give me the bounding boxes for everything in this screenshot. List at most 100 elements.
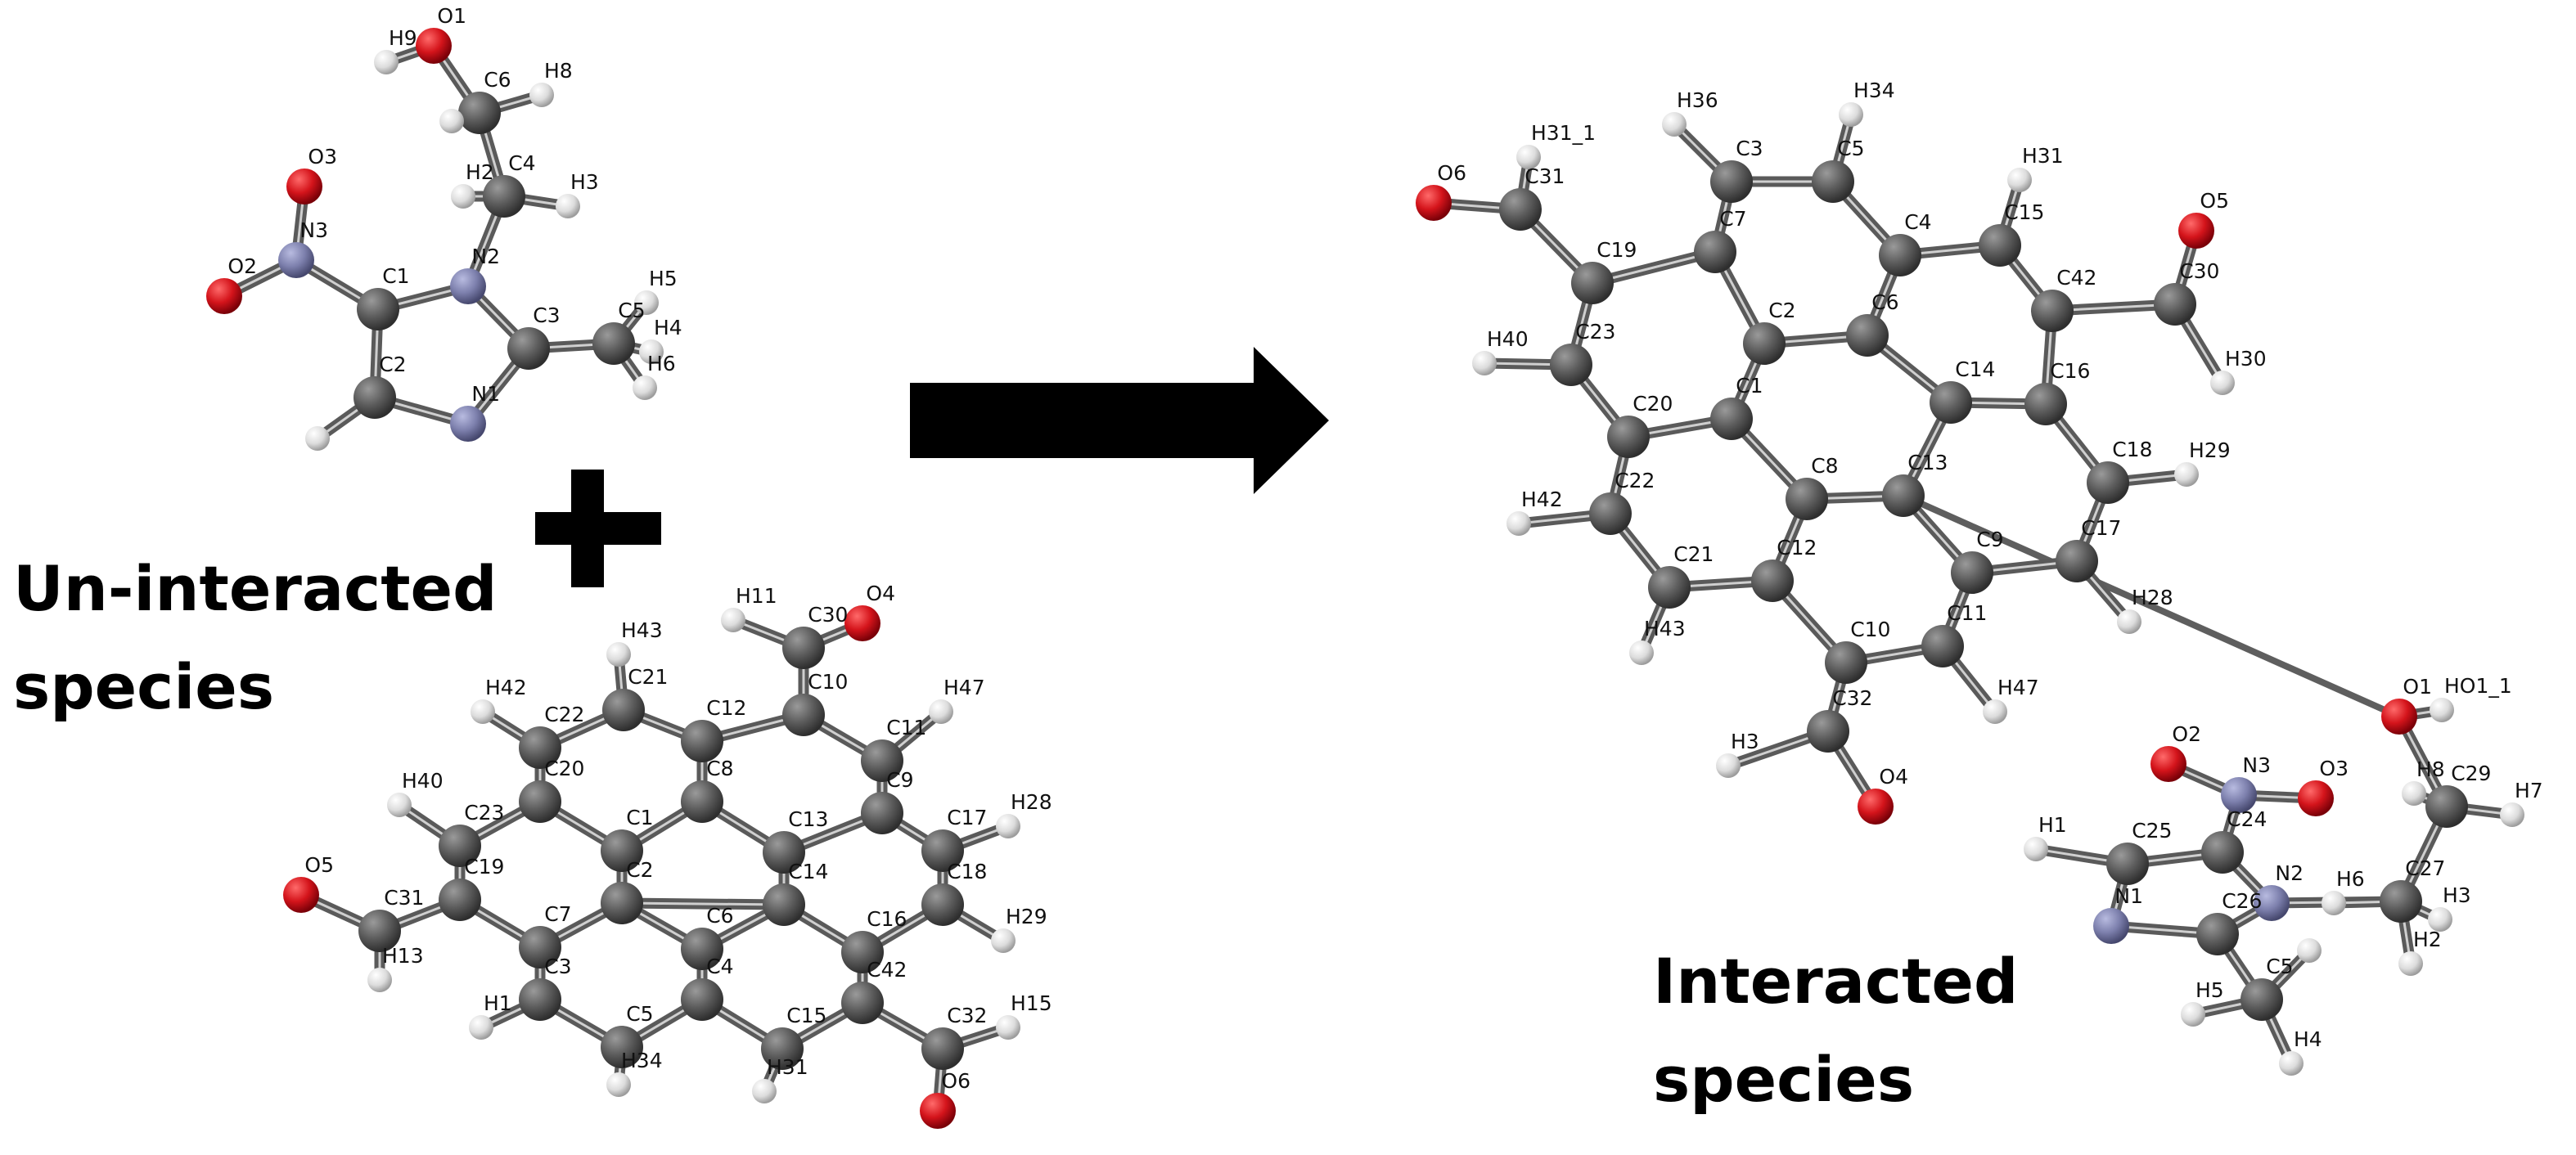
atom-label: O2 bbox=[2172, 722, 2201, 746]
atom-c bbox=[2240, 978, 2283, 1021]
atom-label: C3 bbox=[1736, 137, 1763, 160]
atom-h bbox=[471, 699, 495, 724]
atom-o bbox=[844, 605, 880, 641]
atom-label: C13 bbox=[1907, 451, 1948, 474]
atom-label: C17 bbox=[2081, 516, 2121, 540]
atom-h bbox=[991, 928, 1016, 953]
atom-label: H43 bbox=[621, 618, 663, 642]
atom-c bbox=[681, 720, 723, 762]
atom-c bbox=[2154, 283, 2196, 326]
atom-o bbox=[1858, 789, 1894, 825]
atom-c bbox=[1743, 322, 1786, 365]
interacted-species-caption: Interacted species bbox=[1653, 933, 2018, 1129]
atom-c bbox=[1807, 710, 1849, 753]
atom-c bbox=[761, 1027, 804, 1070]
atom-c bbox=[841, 931, 884, 973]
atom-label: C2 bbox=[626, 858, 653, 882]
atom-label: C5 bbox=[626, 1002, 653, 1026]
interaction-line bbox=[1900, 492, 2403, 720]
atom-c bbox=[439, 879, 481, 921]
atom-c bbox=[1846, 314, 1889, 357]
atom-o bbox=[2298, 780, 2334, 816]
atom-h bbox=[2174, 462, 2199, 487]
atom-label: C10 bbox=[1850, 618, 1890, 641]
atom-label: C19 bbox=[464, 855, 504, 879]
atom-label: C4 bbox=[1904, 210, 1931, 234]
atom-label: H42 bbox=[485, 676, 527, 699]
atom-label: N2 bbox=[2275, 861, 2304, 885]
atom-c bbox=[354, 376, 396, 419]
atom-label: C21 bbox=[1673, 542, 1714, 566]
atom-label: N1 bbox=[2114, 884, 2143, 908]
atom-c bbox=[2380, 880, 2422, 923]
uninteracted-caption-line1: Un-interacted bbox=[13, 552, 498, 625]
atom-c bbox=[2196, 913, 2239, 955]
atom-label: C18 bbox=[2112, 438, 2152, 461]
atom-c bbox=[1751, 560, 1794, 602]
atom-c bbox=[782, 627, 825, 669]
atom-c bbox=[519, 780, 561, 823]
atom-c bbox=[519, 978, 561, 1021]
atom-label: C7 bbox=[1719, 207, 1746, 231]
atom-c bbox=[2087, 461, 2129, 504]
atom-label: C42 bbox=[2056, 266, 2096, 290]
atom-label: C5 bbox=[1837, 137, 1864, 160]
atom-label: C26 bbox=[2222, 889, 2262, 913]
atom-label: C8 bbox=[706, 757, 733, 780]
atom-c bbox=[1710, 398, 1753, 440]
atom-h bbox=[2430, 698, 2454, 722]
atom-label: C23 bbox=[464, 801, 504, 825]
atom-h bbox=[374, 50, 399, 74]
atom-label: C32 bbox=[1832, 686, 1872, 710]
atom-label: H11 bbox=[736, 584, 777, 608]
atom-label: O2 bbox=[227, 254, 257, 278]
atom-c bbox=[1499, 188, 1542, 231]
atom-label: C19 bbox=[1596, 238, 1637, 262]
atom-c bbox=[601, 882, 643, 924]
atom-c bbox=[861, 739, 903, 782]
atom-h bbox=[1506, 511, 1531, 536]
atom-c bbox=[681, 978, 723, 1021]
atom-label: H40 bbox=[402, 769, 444, 793]
atom-h bbox=[2007, 168, 2032, 192]
atom-label: H28 bbox=[1011, 790, 1052, 814]
atom-h bbox=[606, 642, 631, 667]
atom-h bbox=[2117, 609, 2141, 634]
atom-label: C8 bbox=[1811, 454, 1838, 478]
atom-label: C6 bbox=[484, 68, 511, 92]
atom-label: C2 bbox=[1768, 299, 1795, 322]
atom-label: H5 bbox=[2195, 978, 2224, 1002]
atom-h bbox=[2297, 938, 2322, 963]
atom-h bbox=[996, 1015, 1020, 1040]
atom-label: C1 bbox=[626, 806, 653, 829]
atom-c bbox=[1550, 344, 1592, 386]
atom-c bbox=[592, 322, 635, 365]
atom-label: C1 bbox=[382, 264, 409, 288]
atom-label: H42 bbox=[1521, 488, 1563, 511]
atom-label: C3 bbox=[544, 955, 571, 978]
atom-o bbox=[920, 1093, 956, 1129]
atom-c bbox=[861, 792, 903, 834]
atom-o bbox=[1416, 185, 1452, 221]
atom-label: H15 bbox=[1011, 991, 1052, 1015]
atom-label: N1 bbox=[471, 382, 500, 406]
atom-label: H4 bbox=[654, 316, 682, 339]
atom-n bbox=[2254, 885, 2290, 921]
atom-label: H3 bbox=[2443, 883, 2471, 907]
atom-label: O3 bbox=[308, 145, 337, 169]
atom-label: C5 bbox=[618, 299, 645, 322]
atom-label: N3 bbox=[2242, 753, 2271, 777]
atom-h bbox=[2428, 907, 2452, 932]
atom-c bbox=[1607, 416, 1650, 458]
atom-label: H34 bbox=[1853, 79, 1895, 102]
atom-label: C1 bbox=[1736, 374, 1763, 398]
atom-label: C17 bbox=[947, 806, 987, 829]
atom-h bbox=[929, 699, 953, 724]
atom-label: C21 bbox=[628, 665, 668, 689]
atom-c bbox=[1812, 160, 1854, 203]
atom-h bbox=[1472, 351, 1497, 375]
atom-label: C4 bbox=[706, 955, 733, 978]
reaction-arrow bbox=[910, 347, 1329, 494]
atom-label: O1 bbox=[2403, 675, 2432, 699]
